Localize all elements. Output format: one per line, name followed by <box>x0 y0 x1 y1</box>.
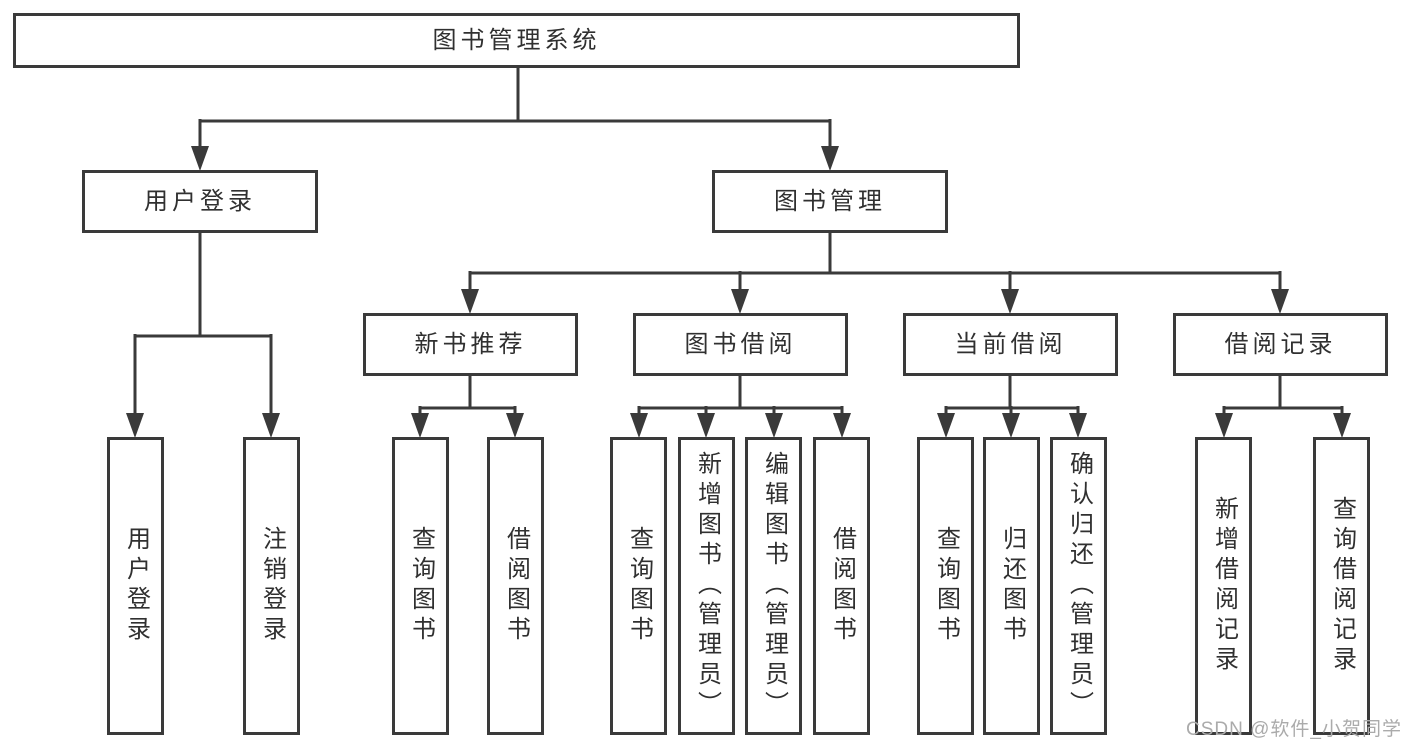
leaf-edit-books-admin: 编辑图书（管理员） <box>745 437 802 735</box>
node-new-book-recommend: 新书推荐 <box>363 313 578 376</box>
node-label: 借阅图书 <box>502 526 530 646</box>
leaf-query-books: 查询图书 <box>392 437 449 735</box>
node-label: 查询图书 <box>407 526 435 646</box>
node-book-borrow: 图书借阅 <box>633 313 848 376</box>
node-current-borrow: 当前借阅 <box>903 313 1118 376</box>
leaf-borrow-books: 借阅图书 <box>813 437 870 735</box>
node-label: 当前借阅 <box>954 330 1067 358</box>
node-label: 借阅记录 <box>1224 330 1337 358</box>
leaf-add-books-admin: 新增图书（管理员） <box>678 437 735 735</box>
node-label: 编辑图书（管理员） <box>760 451 788 721</box>
node-root-system: 图书管理系统 <box>13 13 1020 68</box>
leaf-return-books: 归还图书 <box>983 437 1040 735</box>
node-label: 归还图书 <box>998 526 1026 646</box>
leaf-logout: 注销登录 <box>243 437 300 735</box>
node-label: 新书推荐 <box>414 330 527 358</box>
csdn-watermark: CSDN @软件_小贺同学 <box>1186 719 1402 740</box>
leaf-confirm-return-admin: 确认归还（管理员） <box>1050 437 1107 735</box>
node-label: 新增图书（管理员） <box>693 451 721 721</box>
leaf-query-borrow-record: 查询借阅记录 <box>1313 437 1370 735</box>
node-borrow-records: 借阅记录 <box>1173 313 1388 376</box>
leaf-query-books: 查询图书 <box>610 437 667 735</box>
node-label: 确认归还（管理员） <box>1065 451 1093 721</box>
node-label: 图书管理 <box>774 187 886 215</box>
node-book-management: 图书管理 <box>712 170 948 233</box>
leaf-user-login: 用户登录 <box>107 437 164 735</box>
node-label: 注销登录 <box>258 526 286 646</box>
node-label: 借阅图书 <box>828 526 856 646</box>
node-label: 图书借阅 <box>684 330 797 358</box>
node-label: 查询图书 <box>932 526 960 646</box>
node-label: 查询图书 <box>625 526 653 646</box>
node-label: 新增借阅记录 <box>1210 496 1238 676</box>
node-user-login: 用户登录 <box>82 170 318 233</box>
arrowheads <box>126 146 1351 438</box>
leaf-query-books: 查询图书 <box>917 437 974 735</box>
leaf-borrow-books: 借阅图书 <box>487 437 544 735</box>
node-label: 图书管理系统 <box>432 26 601 54</box>
node-label: 查询借阅记录 <box>1328 496 1356 676</box>
node-label: 用户登录 <box>144 187 256 215</box>
leaf-add-borrow-record: 新增借阅记录 <box>1195 437 1252 735</box>
node-label: 用户登录 <box>122 526 150 646</box>
